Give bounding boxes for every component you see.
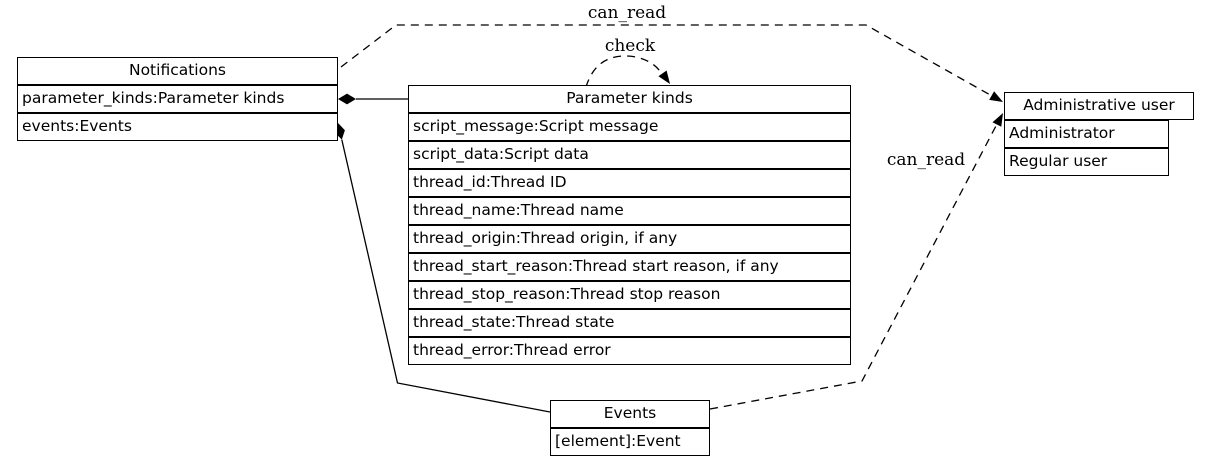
administrative-user-title: Administrative user: [1004, 92, 1194, 120]
check-self-loop-edge: [585, 55, 663, 88]
parameter-kinds-field-thread-name: thread_name:Thread name: [408, 197, 851, 225]
notifications-field-events: events:Events: [17, 113, 338, 141]
node-parameter-kinds: Parameter kinds script_message:Script me…: [408, 85, 851, 365]
events-field-element: [element]:Event: [550, 428, 710, 456]
can-read-top-edge: [340, 24, 993, 97]
edge-label-can-read-bottom: can_read: [886, 150, 966, 170]
arrowhead-icon: [989, 91, 1003, 102]
parameter-kinds-field-script-message: script_message:Script message: [408, 113, 851, 141]
parameter-kinds-field-thread-error: thread_error:Thread error: [408, 337, 851, 365]
notifications-field-parameter-kinds: parameter_kinds:Parameter kinds: [17, 85, 338, 113]
can-read-bottom-edge: [709, 123, 998, 410]
node-administrative-user: Administrative user Administrator Regula…: [1004, 92, 1194, 176]
parameter-kinds-field-thread-start-reason: thread_start_reason:Thread start reason,…: [408, 253, 851, 281]
administrative-user-field-regular-user: Regular user: [1004, 148, 1169, 176]
node-events: Events [element]:Event: [550, 400, 710, 456]
composition-diamond-icon: [338, 93, 356, 105]
administrative-user-field-administrator: Administrator: [1004, 120, 1169, 148]
parameter-kinds-field-thread-id: thread_id:Thread ID: [408, 169, 851, 197]
arrowhead-icon: [992, 113, 1003, 127]
parameter-kinds-field-script-data: script_data:Script data: [408, 141, 851, 169]
events-title: Events: [550, 400, 710, 428]
parameter-kinds-title: Parameter kinds: [408, 85, 851, 113]
notifications-title: Notifications: [17, 57, 338, 85]
parameter-kinds-field-thread-stop-reason: thread_stop_reason:Thread stop reason: [408, 281, 851, 309]
node-notifications: Notifications parameter_kinds:Parameter …: [17, 57, 338, 141]
parameter-kinds-field-thread-state: thread_state:Thread state: [408, 309, 851, 337]
edge-label-can-read-top: can_read: [587, 3, 667, 23]
edge-label-check: check: [604, 36, 656, 56]
arrowhead-icon: [658, 70, 670, 84]
parameter-kinds-field-thread-origin: thread_origin:Thread origin, if any: [408, 225, 851, 253]
composition-edge-events: [341, 139, 551, 413]
